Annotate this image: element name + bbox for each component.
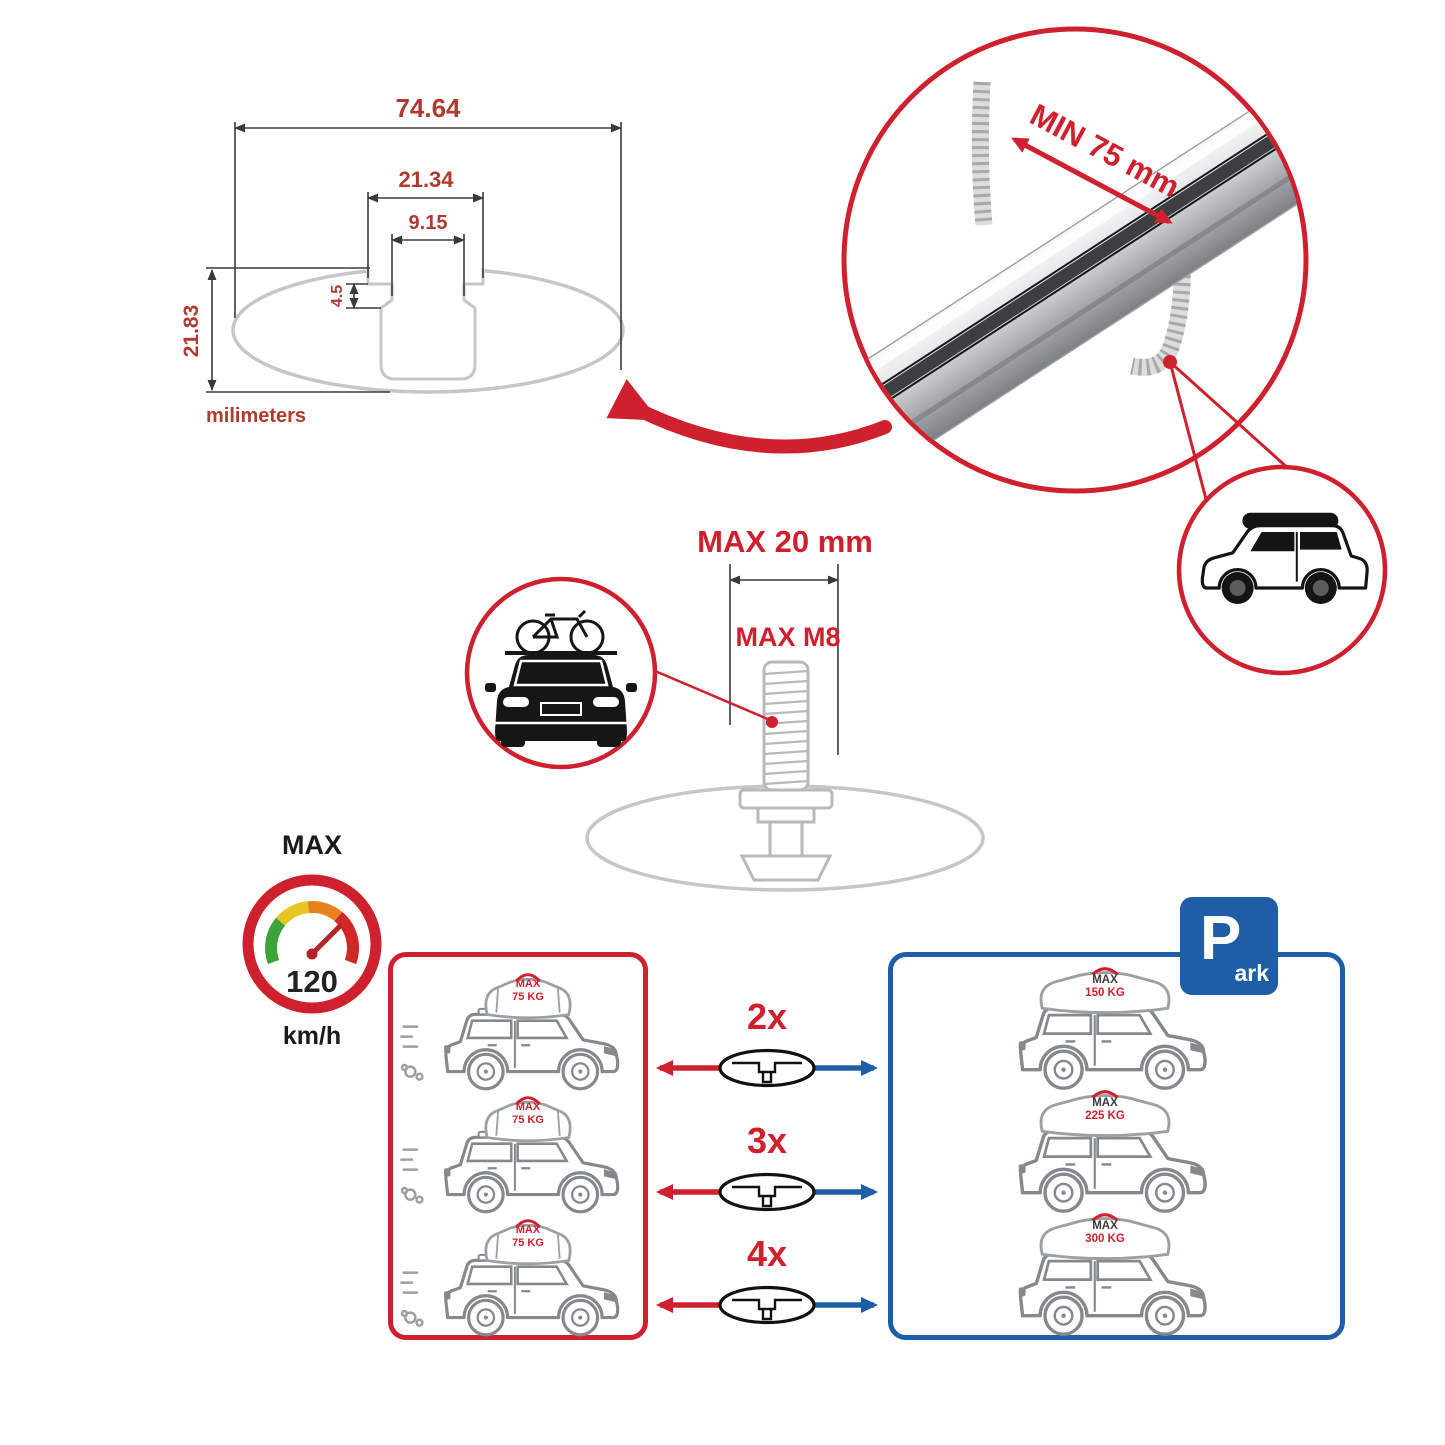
wheel-right [597, 737, 621, 747]
multiplier-2x: 2x [746, 996, 788, 1037]
left-car-3: MAX 75 KG [400, 1206, 630, 1336]
load-limit-label: MAX 150 KG [1025, 974, 1185, 1000]
bolt-dimension-lines [729, 564, 839, 755]
load-max-word: MAX [515, 1101, 541, 1113]
grille [540, 702, 582, 716]
bar-count-arrow-1 [656, 1048, 878, 1088]
load-max-word: MAX [515, 1224, 541, 1236]
crossbar-zoom-detail: MIN 75 mm [841, 26, 1388, 676]
callout-line [1168, 360, 1292, 472]
right-car-3: MAX 300 KG [955, 1206, 1255, 1336]
load-max-value: 75 KG [512, 1236, 544, 1249]
speedo-gauge-arc [265, 901, 359, 965]
speedometer: 120 [241, 873, 383, 1015]
speed-max-label: MAX [282, 830, 342, 860]
callout-line [1168, 361, 1214, 523]
pointer-arrow [606, 379, 892, 454]
speed-unit-label: km/h [282, 1022, 342, 1050]
load-max-word: MAX [515, 978, 541, 990]
bike-on-roof-circle [464, 576, 658, 770]
multiplier-4x: 4x [746, 1233, 788, 1274]
load-limit-label: MAX 225 KG [1025, 1097, 1185, 1123]
crossbar-section-icon [718, 1048, 816, 1088]
headlight-right [593, 697, 619, 707]
windshield [513, 659, 609, 687]
load-max-word: MAX [1092, 974, 1118, 986]
car-front-with-bike [485, 609, 637, 747]
bar-count-arrow-2 [656, 1172, 878, 1212]
load-max-value: 75 KG [512, 1113, 544, 1126]
crossbar-slot-glyph [732, 1185, 802, 1208]
load-limit-label: MAX 75 KG [478, 1224, 578, 1249]
t-slot-profile [366, 268, 485, 381]
load-limit-label: MAX 75 KG [478, 1101, 578, 1126]
right-car-2: MAX 225 KG [955, 1083, 1255, 1213]
load-max-value: 150 KG [1085, 987, 1125, 1000]
crossbar-slot-glyph [732, 1298, 802, 1321]
cross-section-drawing: 74.64 21.34 9.15 4.5 21.83 milimeters [180, 93, 625, 427]
dim-slot-width: 9.15 [409, 212, 448, 234]
mirror-left [485, 683, 496, 692]
suv-roofbox-illustration [1200, 512, 1369, 604]
dim-total-width: 74.64 [395, 93, 461, 123]
load-max-value: 75 KG [512, 990, 544, 1003]
load-max-word: MAX [1092, 1220, 1118, 1232]
crossbar-render [846, 31, 1304, 489]
wheel-left [501, 737, 525, 747]
crossbar-section-icon [718, 1285, 816, 1325]
left-car-2: MAX 75 KG [400, 1083, 630, 1213]
clamp-hook-top [971, 81, 993, 226]
right-car-1: MAX 150 KG [955, 960, 1255, 1090]
dim-slot-depth: 4.5 [329, 285, 346, 307]
left-car-1: MAX 75 KG [400, 960, 630, 1090]
speedo-pivot [306, 948, 318, 960]
units-label: milimeters [206, 405, 306, 427]
bolt-leader-dot [766, 716, 778, 728]
mirror-right [626, 683, 637, 692]
park-letter: P [1200, 904, 1242, 973]
load-max-value: 300 KG [1085, 1233, 1125, 1246]
load-limit-label: MAX 75 KG [478, 978, 578, 1003]
speed-value: 120 [286, 964, 338, 999]
load-max-word: MAX [1092, 1097, 1118, 1109]
bolt-leader-line [647, 666, 771, 722]
speedo-needle [309, 923, 343, 957]
curved-arrow [606, 379, 892, 454]
max-thread-label: MAX M8 [735, 622, 840, 652]
speedo-ring [242, 874, 382, 1014]
park-sign: P ark [1180, 897, 1278, 995]
bar-count-arrow-3 [656, 1285, 878, 1325]
crossbar-section-icon [718, 1172, 816, 1212]
crossbar-slot-glyph [732, 1061, 802, 1084]
zoom-contents [846, 31, 1304, 489]
bicycle-icon [515, 609, 605, 655]
max-length-label: MAX 20 mm [697, 524, 873, 559]
headlight-left [503, 697, 529, 707]
dimension-lines [206, 122, 622, 393]
load-max-value: 225 KG [1085, 1110, 1125, 1123]
load-limit-label: MAX 300 KG [1025, 1220, 1185, 1246]
park-suffix: ark [1234, 960, 1269, 986]
bolt-detail-drawing: MAX 20 mm MAX M8 [585, 524, 985, 892]
t-bolt [738, 660, 834, 882]
dim-channel-width: 21.34 [398, 167, 454, 192]
dim-profile-height: 21.83 [180, 305, 203, 358]
multiplier-3x: 3x [746, 1120, 788, 1161]
